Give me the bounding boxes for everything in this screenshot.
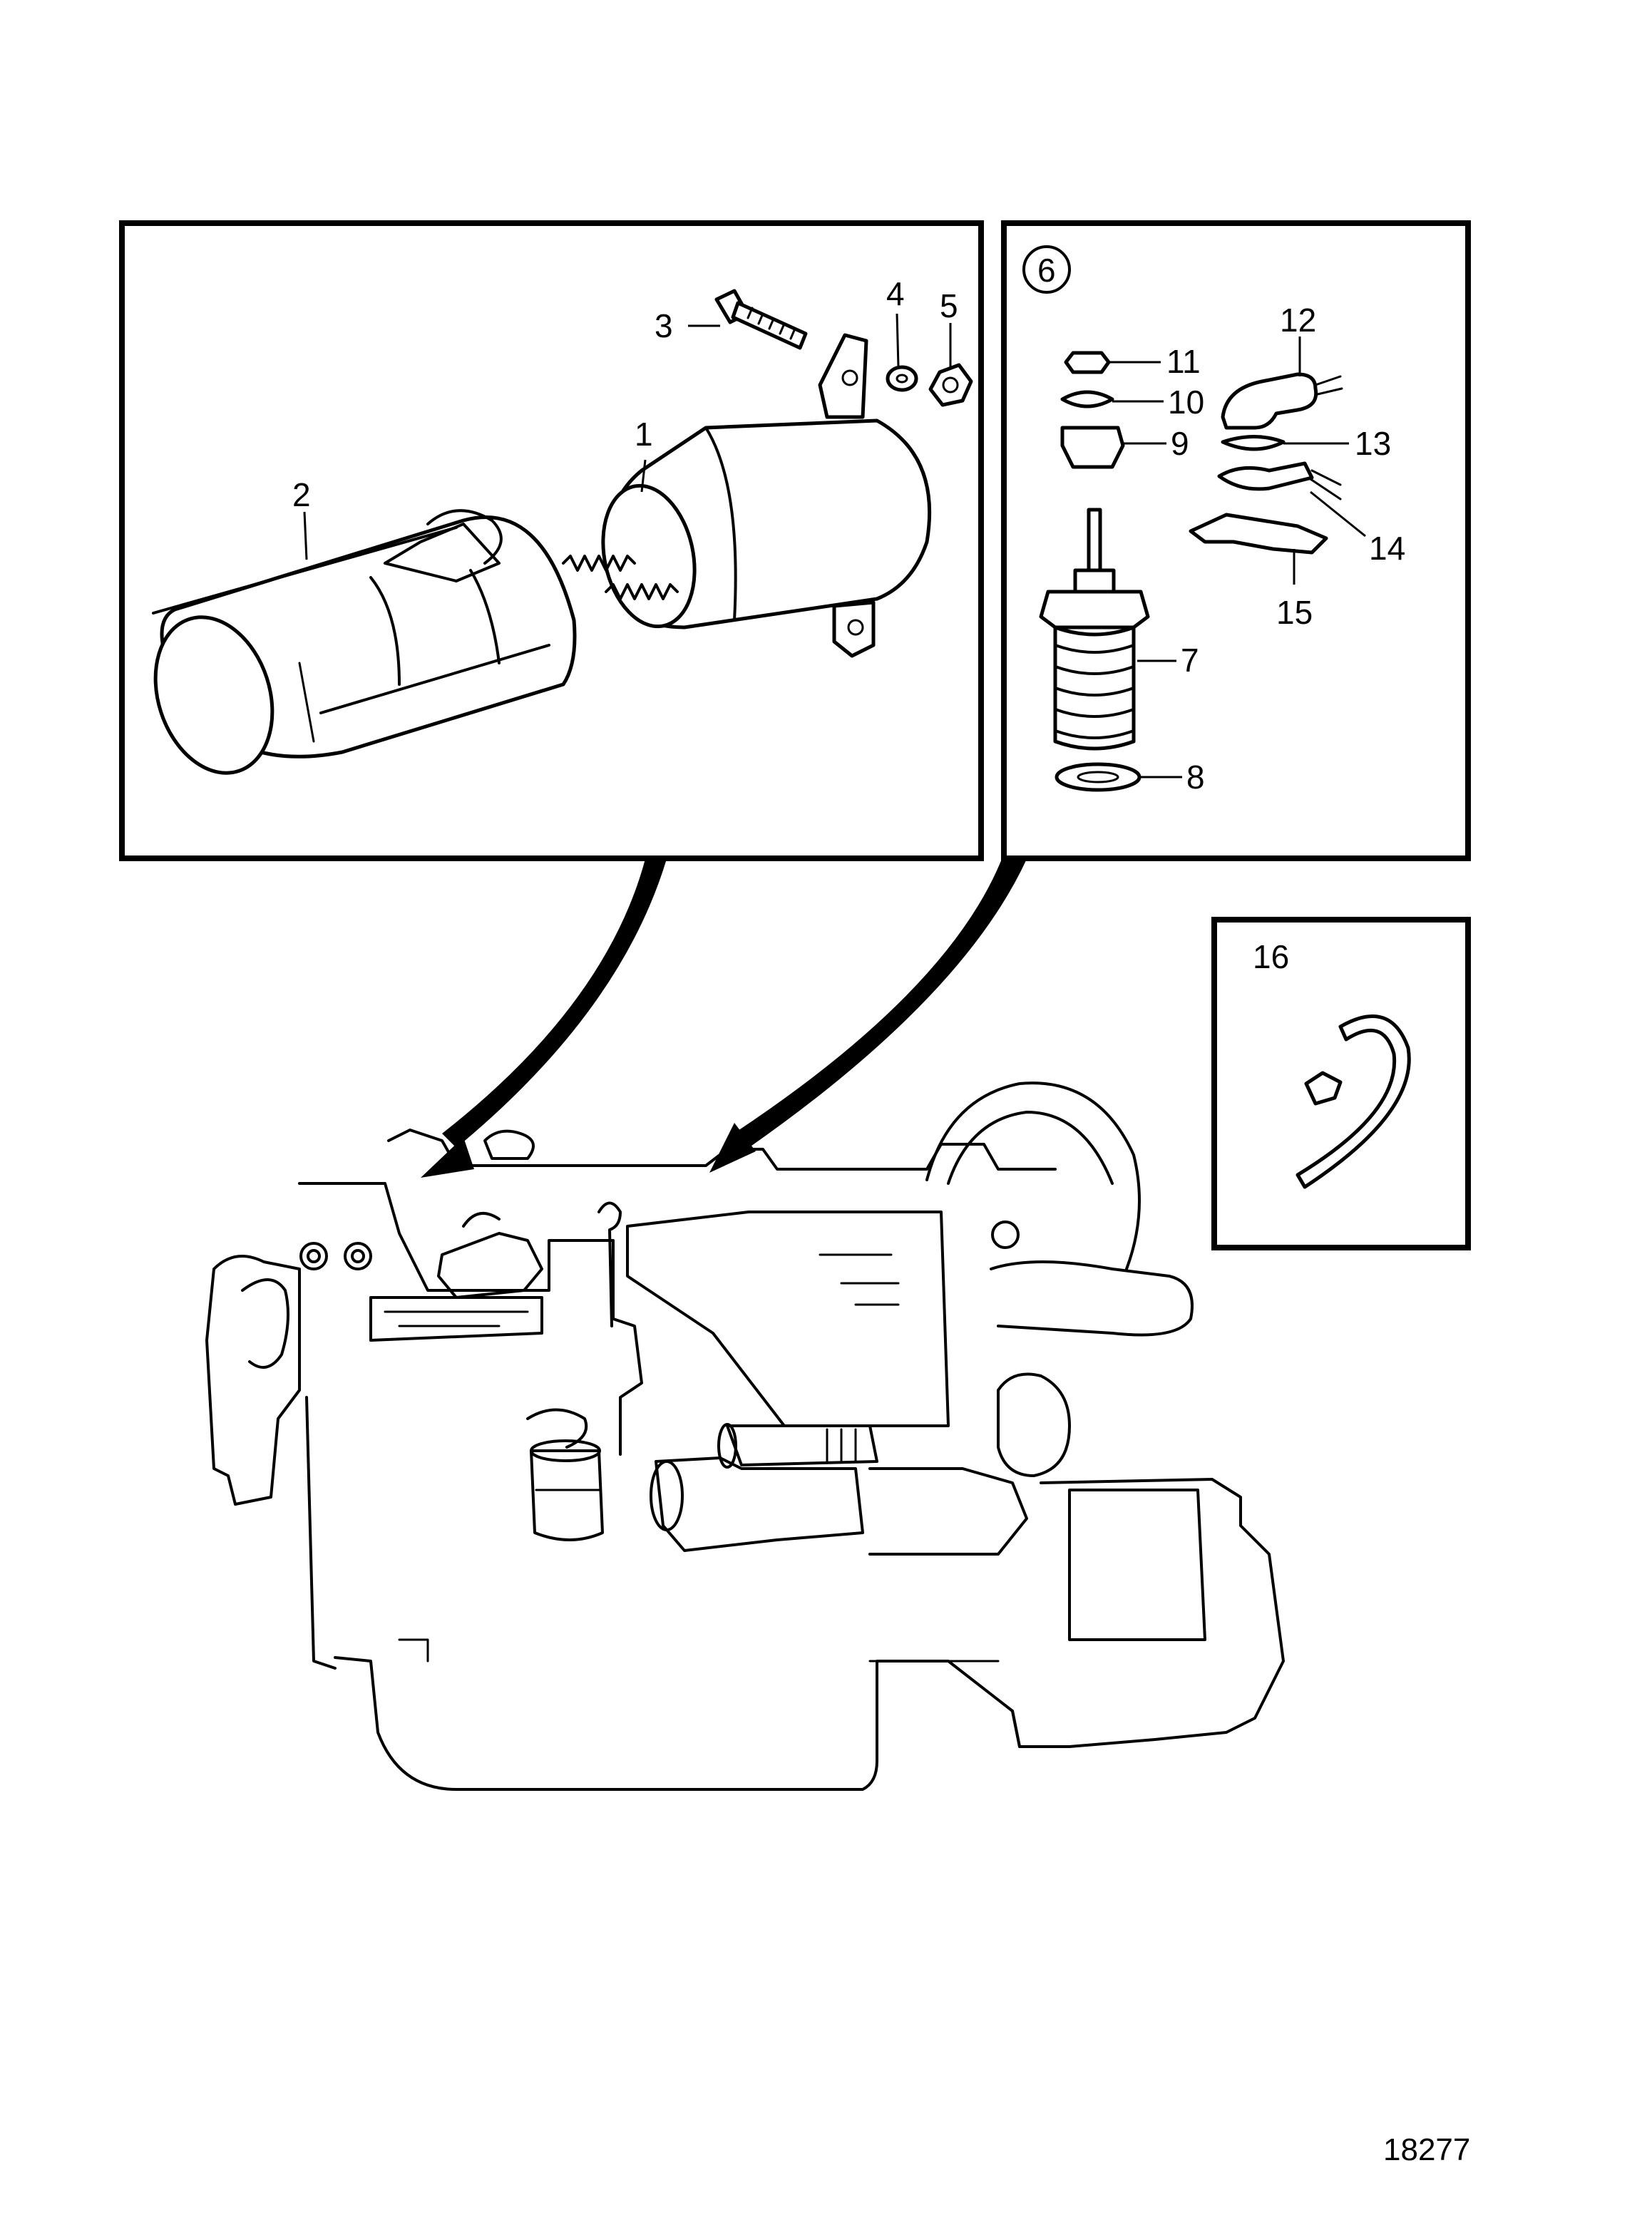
cable-lug <box>1217 461 1342 500</box>
engine-illustration <box>205 1081 1285 1791</box>
cable-washer <box>1221 435 1286 451</box>
label-part-10: 10 <box>1168 384 1204 421</box>
label-part-7: 7 <box>1181 642 1199 679</box>
sender-stud <box>1087 508 1102 572</box>
suppressor-capacitor <box>601 333 932 658</box>
label-part-3: 3 <box>655 307 673 344</box>
pointer-arrows <box>421 859 1027 1178</box>
cable-tie <box>1296 1014 1411 1189</box>
suppressor-cover <box>152 509 577 775</box>
sealing-ring <box>1055 762 1141 792</box>
drawing-number: 18277 <box>1383 2132 1470 2167</box>
contact-springs <box>562 555 679 600</box>
label-part-1: 1 <box>635 416 653 453</box>
label-part-8: 8 <box>1186 759 1205 796</box>
label-part-16: 16 <box>1253 938 1289 975</box>
washer <box>886 365 918 392</box>
sender-insulator <box>1060 426 1125 469</box>
nut <box>928 363 973 407</box>
label-part-13: 13 <box>1355 425 1391 462</box>
label-part-12: 12 <box>1280 302 1316 339</box>
label-part-15: 15 <box>1276 594 1313 631</box>
label-part-9: 9 <box>1171 425 1189 462</box>
label-part-6: 6 <box>1037 252 1056 289</box>
circled-6 <box>1022 245 1071 294</box>
label-part-5: 5 <box>940 287 958 324</box>
panel-sender: 6 <box>1001 220 1471 861</box>
label-part-14: 14 <box>1369 530 1405 567</box>
cable-clip <box>1189 513 1328 555</box>
screw <box>714 289 808 350</box>
sender-nut <box>1064 351 1111 374</box>
sender-washer <box>1060 390 1114 408</box>
sender-body <box>1039 568 1150 751</box>
panel-suppressor: 1 2 3 4 5 <box>119 220 984 861</box>
label-part-2: 2 <box>292 476 311 513</box>
label-part-4: 4 <box>886 275 905 312</box>
rubber-cap <box>1221 372 1343 430</box>
label-part-11: 11 <box>1166 343 1201 380</box>
panel-cable-tie: 16 <box>1211 917 1471 1250</box>
